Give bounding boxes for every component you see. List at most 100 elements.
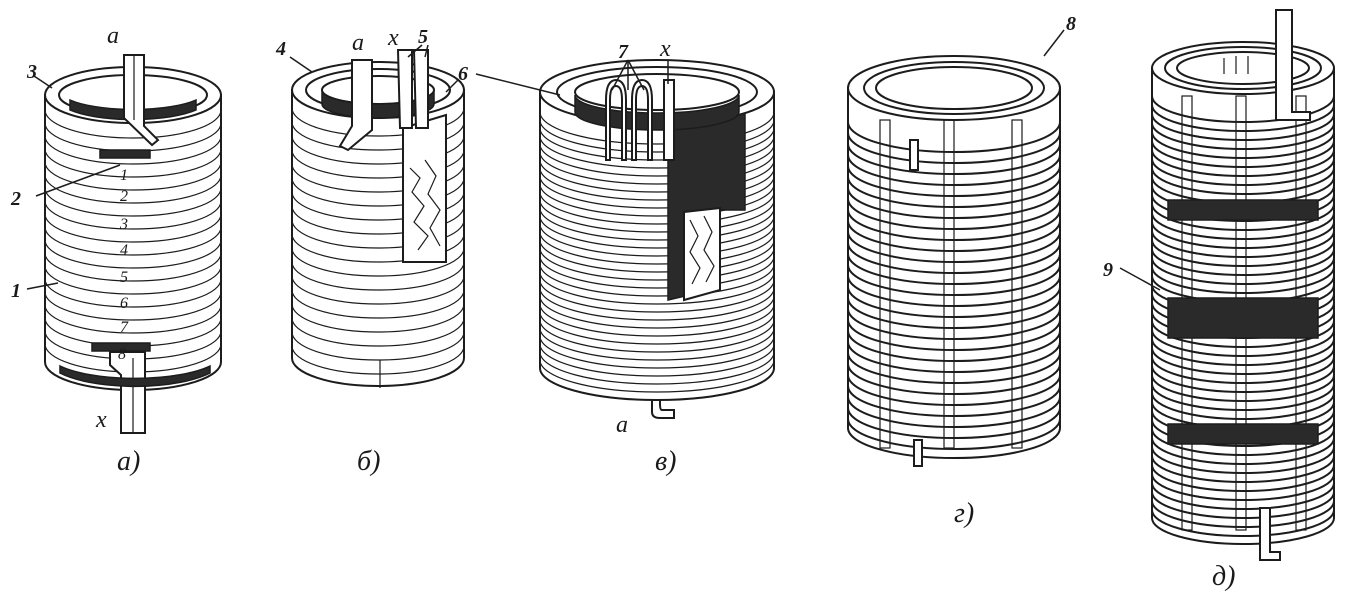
disc-line [1151, 437, 1335, 465]
turn-line [44, 161, 222, 191]
panel-d-disc-lines [1151, 95, 1335, 537]
turn-line [291, 261, 465, 291]
disc-line [1151, 221, 1335, 249]
turn-line [539, 151, 775, 185]
disc-line [1151, 212, 1335, 240]
turn-line [539, 247, 775, 281]
turn-line [291, 191, 465, 221]
turn-line [539, 263, 775, 297]
panel-v-terminal-x: x [659, 36, 671, 62]
panel-b-callout-4: 4 [275, 38, 286, 60]
disc-line [1151, 194, 1335, 222]
panel-g-disc-coil: 8 г) [847, 13, 1076, 529]
disc-line [1151, 266, 1335, 294]
turn-line [291, 233, 465, 263]
turn-line [291, 205, 465, 235]
disc-line [1151, 428, 1335, 456]
panel-b-callout-6: 6 [458, 63, 468, 85]
turn-line [539, 335, 775, 369]
panel-b-double-layer-coil: a x 4 5 6 б) [275, 25, 468, 477]
disc-line [1151, 455, 1335, 483]
panel-a-callout-2: 2 [10, 188, 21, 210]
panel-v-terminal-a: a [616, 412, 628, 438]
panel-v-turn-lines [539, 111, 775, 393]
turn-line [44, 200, 222, 230]
turn-line [291, 345, 465, 375]
panel-a-terminal-a: a [107, 23, 119, 49]
turn-line [539, 199, 775, 233]
turn-line [44, 213, 222, 243]
panel-v-caption: в) [655, 446, 676, 477]
turn-line [539, 231, 775, 265]
turn-line [539, 191, 775, 225]
disc-line [1151, 122, 1335, 150]
disc-line [1151, 104, 1335, 132]
turn-line [44, 304, 222, 334]
panel-d-spiral-disc-coil: 9 д) [1103, 9, 1335, 592]
disc-line [1151, 113, 1335, 141]
disc-line [1151, 203, 1335, 231]
panel-a-turn-6: 6 [120, 295, 128, 312]
turn-line [44, 187, 222, 217]
disc-line [1151, 482, 1335, 510]
turn-line [539, 327, 775, 361]
disc-line [1151, 149, 1335, 177]
panel-a-turn-1: 1 [120, 167, 128, 184]
disc-line [1151, 257, 1335, 285]
turn-line [291, 177, 465, 207]
turn-line [539, 127, 775, 161]
turn-line [539, 143, 775, 177]
turn-line [291, 247, 465, 277]
panel-b-terminal-a: a [352, 30, 364, 56]
turn-line [291, 163, 465, 193]
turn-line [539, 183, 775, 217]
disc-line [1151, 365, 1335, 393]
disc-line [847, 418, 1061, 450]
disc-line [1151, 230, 1335, 258]
turn-line [44, 239, 222, 269]
disc-line [1151, 320, 1335, 348]
disc-line [1151, 158, 1335, 186]
panel-a-terminal-x: x [95, 407, 107, 433]
turn-line [539, 287, 775, 321]
disc-line [1151, 167, 1335, 195]
turn-line [44, 252, 222, 282]
turn-line [539, 279, 775, 313]
turn-line [291, 275, 465, 305]
turn-line [291, 303, 465, 333]
disc-line [1151, 491, 1335, 519]
turn-line [539, 175, 775, 209]
panel-a-turn-8: 8 [118, 346, 126, 363]
panel-b-turn-lines [291, 107, 465, 375]
turn-line [539, 311, 775, 345]
spacer-strip [1011, 119, 1023, 449]
panel-g-caption: г) [954, 498, 974, 529]
panel-a-callout-1: 1 [11, 280, 21, 302]
turn-line [539, 111, 775, 145]
disc-line [1151, 464, 1335, 492]
turn-line [539, 359, 775, 393]
turn-line [539, 215, 775, 249]
disc-line [1151, 473, 1335, 501]
panel-v-callout-7: 7 [618, 41, 629, 63]
turn-line [539, 135, 775, 169]
panel-a-caption: а) [117, 446, 140, 477]
turn-line [44, 265, 222, 295]
panel-d-callout-9: 9 [1103, 259, 1113, 281]
turn-line [539, 239, 775, 273]
panel-g-disc-lines [847, 119, 1061, 450]
disc-line [1151, 419, 1335, 447]
turn-line [539, 119, 775, 153]
panel-a-turn-2: 2 [120, 188, 128, 205]
panel-a-turn-7: 7 [120, 319, 129, 336]
turn-line [539, 167, 775, 201]
turn-line [539, 319, 775, 353]
panel-a-callout-3: 3 [26, 61, 37, 83]
disc-line [1151, 356, 1335, 384]
panel-a-helical-coil: a 3 2 1 1 2 3 4 5 6 7 8 x а) [10, 23, 222, 477]
turn-line [44, 174, 222, 204]
panel-b-caption: б) [357, 446, 380, 477]
turn-line [44, 291, 222, 321]
disc-line [1151, 347, 1335, 375]
